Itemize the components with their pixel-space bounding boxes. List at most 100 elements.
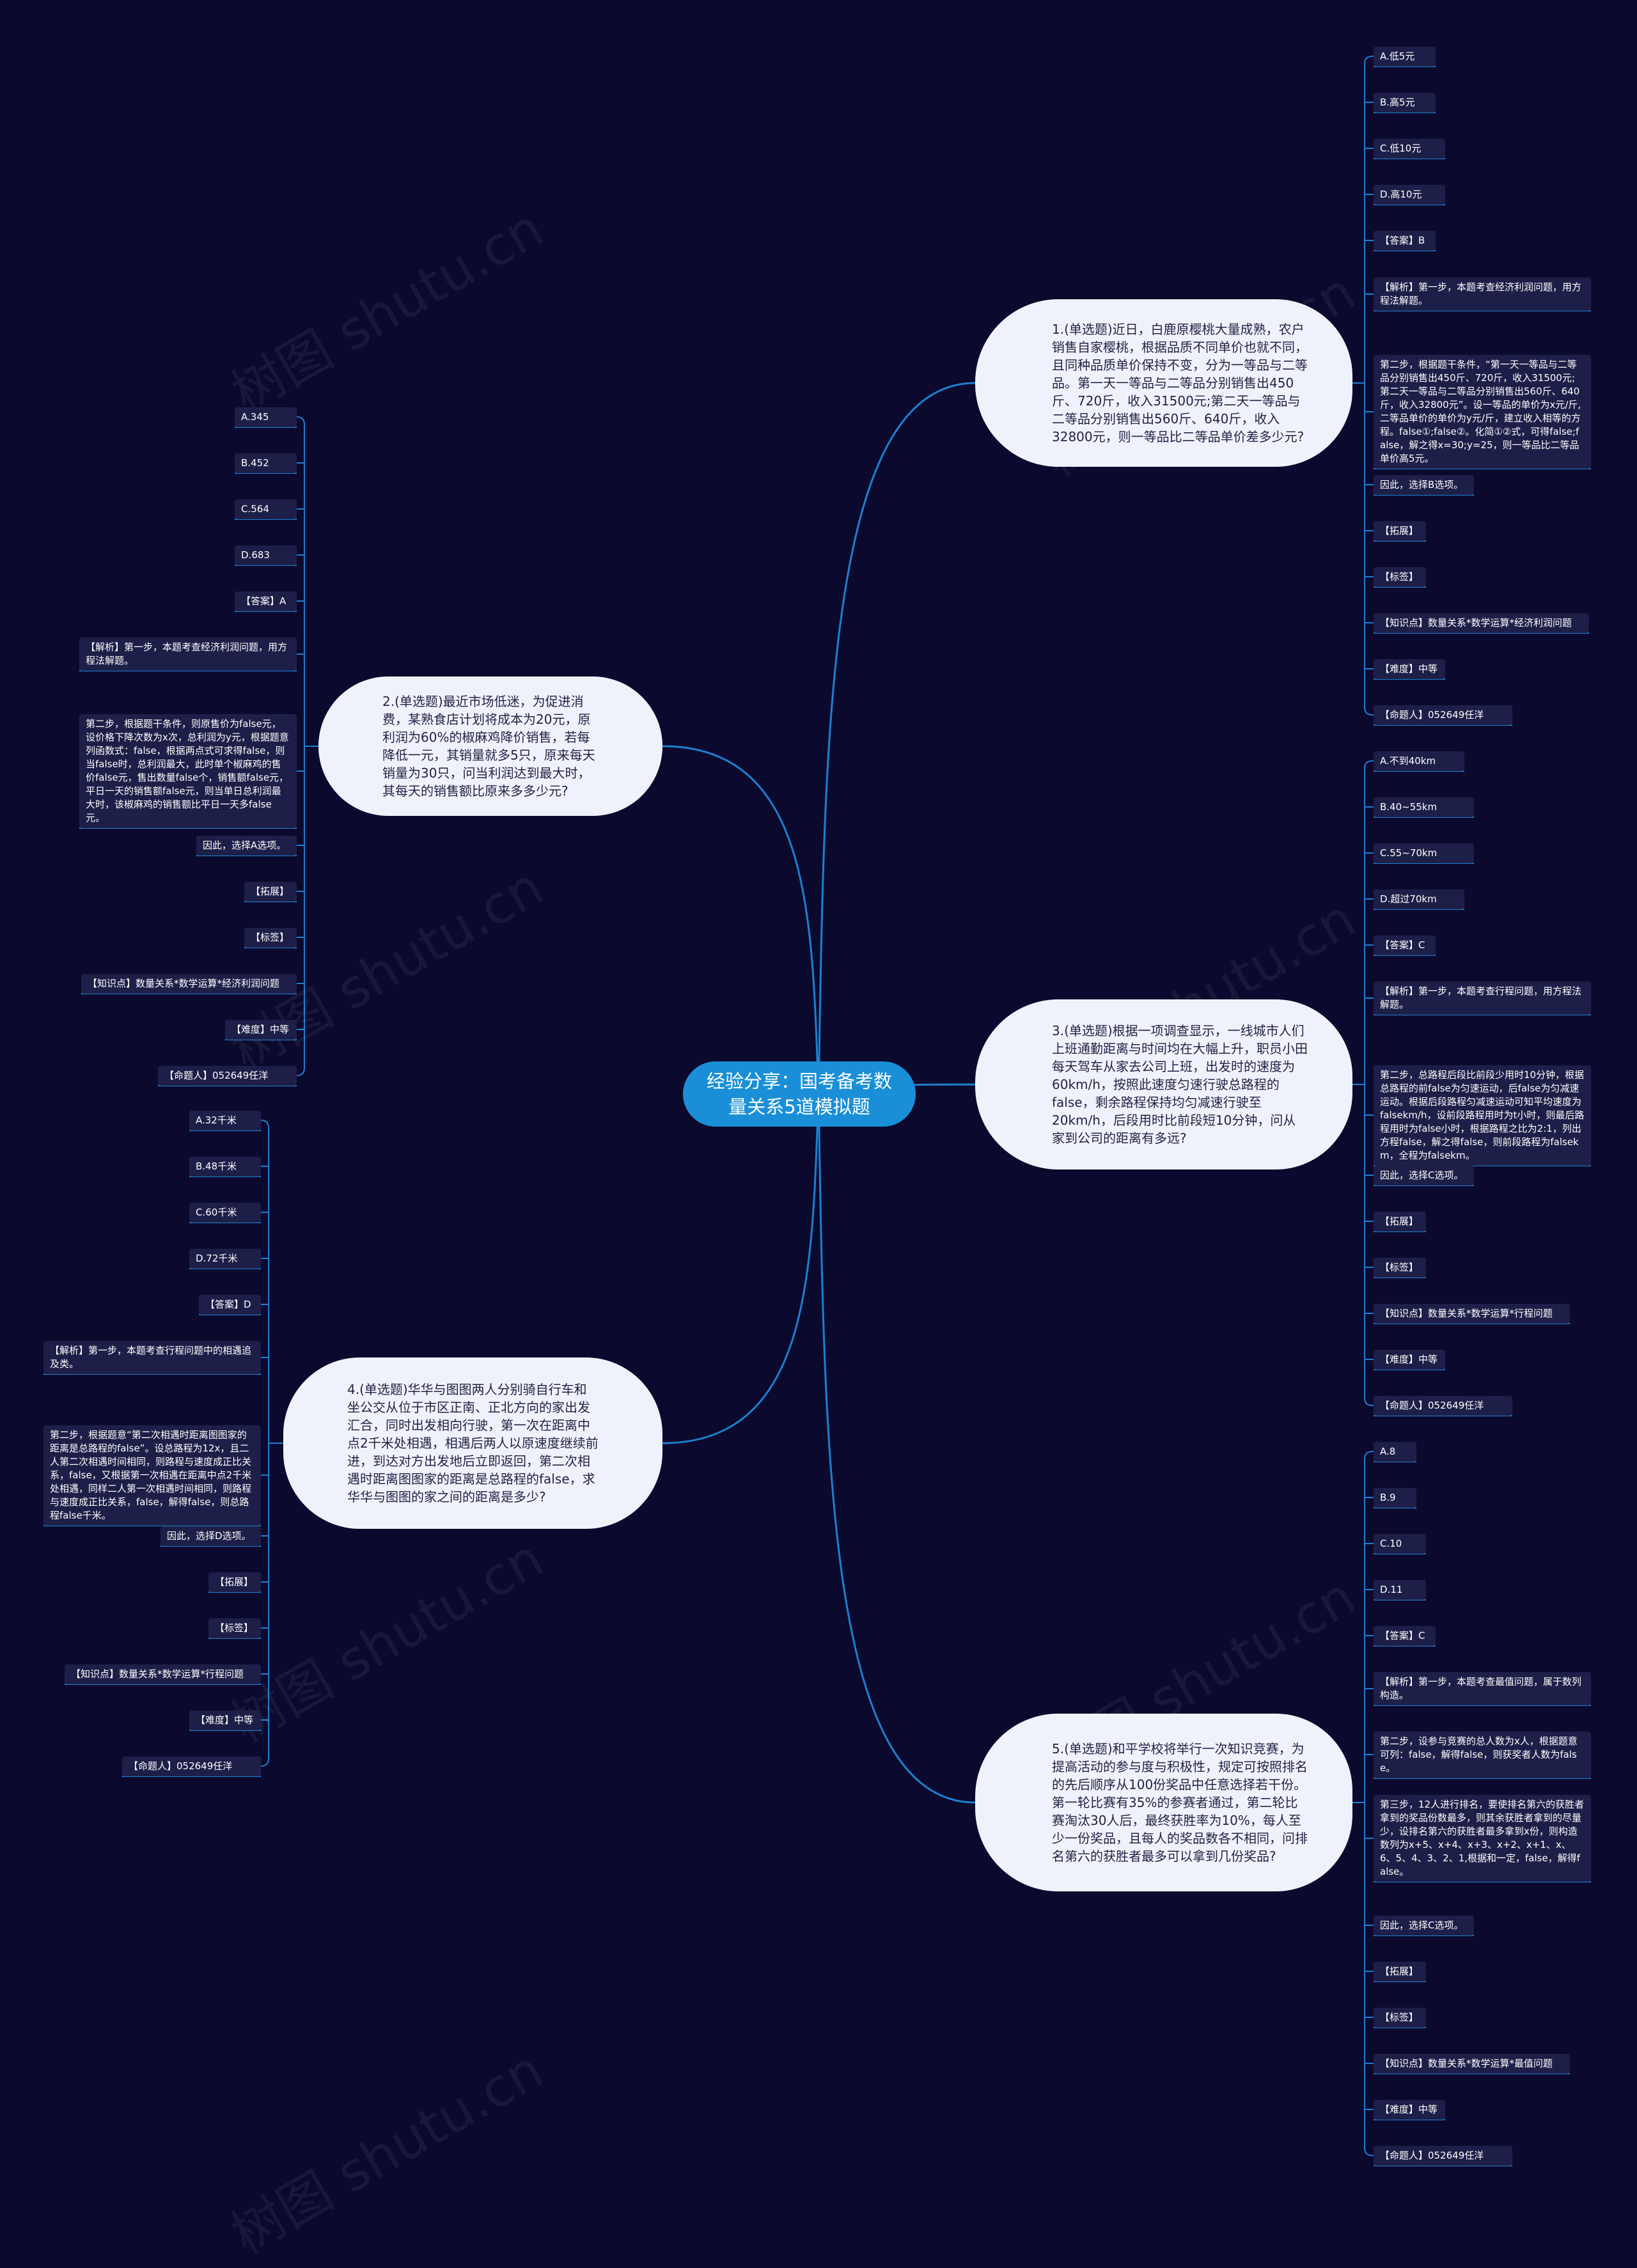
answer-leaf-item[interactable]: 【命题人】052649任洋: [1374, 2146, 1512, 2166]
leaf-text: 第二步，根据题干条件，则原售价为false元，设价格下降次数为x次，总利润为y元…: [86, 718, 289, 824]
answer-leaf-item[interactable]: 因此，选择C选项。: [1374, 1916, 1474, 1936]
answer-leaf-item[interactable]: C.60千米: [189, 1203, 261, 1223]
answer-leaf-item[interactable]: 【知识点】数量关系*数学运算*经济利润问题: [81, 974, 297, 994]
question-text: 4.(单选题)华华与图图两人分别骑自行车和坐公交从位于市区正南、正北方向的家出发…: [347, 1382, 599, 1505]
answer-leaf-item[interactable]: 第二步，根据题意“第二次相遇时距离图图家的距离是总路程的false”。设总路程为…: [43, 1425, 261, 1526]
question-5-node[interactable]: 5.(单选题)和平学校将举行一次知识竞赛，为提高活动的参与度与积极性，规定可按照…: [975, 1714, 1352, 1891]
answer-leaf-item[interactable]: 第二步，根据题干条件，则原售价为false元，设价格下降次数为x次，总利润为y元…: [79, 714, 297, 828]
answer-leaf-item[interactable]: D.72千米: [189, 1249, 261, 1269]
answer-leaf-item[interactable]: 因此，选择A选项。: [196, 836, 297, 856]
answer-leaf-item[interactable]: B.9: [1374, 1488, 1416, 1508]
answer-leaf-item[interactable]: A.低5元: [1374, 47, 1436, 66]
answer-leaf-item[interactable]: 【知识点】数量关系*数学运算*行程问题: [1374, 1304, 1570, 1324]
leaf-text: 第二步，根据题干条件，“第一天一等品与二等品分别销售出450斤、720斤，收入3…: [1380, 359, 1581, 464]
leaf-text: 【拓展】: [1380, 1966, 1419, 1977]
answer-leaf-item[interactable]: 第二步，设参与竞赛的总人数为x人，根据题意可列：false，解得false，则获…: [1374, 1732, 1591, 1778]
leaf-text: 因此，选择A选项。: [203, 840, 286, 851]
leaf-text: D.11: [1380, 1584, 1403, 1595]
leaf-text: 【答案】D: [205, 1299, 251, 1310]
answer-leaf-item[interactable]: 【拓展】: [208, 1572, 261, 1592]
answer-leaf-item[interactable]: 【标签】: [1374, 2008, 1426, 2028]
connector-line: [1364, 1397, 1374, 1406]
leaf-text: B.48千米: [196, 1161, 237, 1172]
answer-leaf-item[interactable]: 第三步，12人进行排名，要使排名第六的获胜者拿到的奖品份数最多，则其余获胜者拿到…: [1374, 1795, 1591, 1882]
leaf-text: 因此，选择C选项。: [1380, 1920, 1464, 1931]
leaf-text: 【难度】中等: [231, 1024, 290, 1035]
answer-leaf-item[interactable]: 【解析】第一步，本题考查行程问题，用方程法解题。: [1374, 981, 1591, 1015]
answer-leaf-item[interactable]: 因此，选择C选项。: [1374, 1166, 1474, 1185]
question-4-node[interactable]: 4.(单选题)华华与图图两人分别骑自行车和坐公交从位于市区正南、正北方向的家出发…: [283, 1357, 662, 1529]
answer-leaf-item[interactable]: 【难度】中等: [1374, 2100, 1445, 2120]
answer-leaf-item[interactable]: D.683: [235, 545, 297, 565]
question-text: 1.(单选题)近日，白鹿原樱桃大量成熟，农户销售自家樱桃，根据品质不同单价也就不…: [1052, 322, 1308, 444]
answer-leaf-item[interactable]: B.高5元: [1374, 93, 1436, 113]
answer-leaf-item[interactable]: 【知识点】数量关系*数学运算*最值问题: [1374, 2054, 1570, 2074]
answer-leaf-item[interactable]: 第二步，总路程后段比前段少用时10分钟，根据总路程的前false为匀速运动，后f…: [1374, 1065, 1591, 1166]
connector-line: [1364, 707, 1374, 716]
answer-leaf-item[interactable]: B.452: [235, 453, 297, 473]
answer-leaf-item[interactable]: 【拓展】: [1374, 521, 1426, 541]
central-topic[interactable]: 经验分享：国考备考数量关系5道模拟题: [683, 1061, 916, 1127]
question-3-node[interactable]: 3.(单选题)根据一项调查显示，一线城市人们上班通勤距离与时间均在大幅上升，职员…: [975, 999, 1352, 1169]
answer-leaf-item[interactable]: 【知识点】数量关系*数学运算*行程问题: [65, 1664, 261, 1684]
answer-leaf-item[interactable]: D.11: [1374, 1580, 1426, 1600]
answer-leaf-item[interactable]: 【命题人】052649任洋: [1374, 705, 1512, 725]
answer-leaf-item[interactable]: 【标签】: [208, 1618, 261, 1638]
answer-leaf-item[interactable]: 因此，选择D选项。: [161, 1526, 261, 1546]
answer-leaf-item[interactable]: 【答案】C: [1374, 1626, 1436, 1646]
question-2-node[interactable]: 2.(单选题)最近市场低迷，为促进消费，某熟食店计划将成本为20元，原利润为60…: [318, 676, 662, 816]
answer-leaf-item[interactable]: A.32千米: [189, 1111, 261, 1130]
answer-leaf-item[interactable]: D.高10元: [1374, 185, 1445, 205]
answer-leaf-item[interactable]: A.不到40km: [1374, 751, 1464, 771]
leaf-text: 【拓展】: [1380, 1216, 1419, 1227]
answer-leaf-item[interactable]: 【命题人】052649任洋: [122, 1756, 261, 1776]
leaf-text: A.低5元: [1380, 51, 1415, 62]
answer-leaf-item[interactable]: 【答案】B: [1374, 231, 1436, 251]
answer-leaf-item[interactable]: 【拓展】: [244, 882, 297, 902]
leaf-text: 【解析】第一步，本题考查最值问题，属于数列构造。: [1380, 1676, 1582, 1701]
answer-leaf-item[interactable]: 【难度】中等: [189, 1710, 261, 1730]
answer-leaf-item[interactable]: 【答案】C: [1374, 935, 1436, 955]
answer-leaf-item[interactable]: 【答案】A: [235, 591, 297, 611]
question-1-node[interactable]: 1.(单选题)近日，白鹿原樱桃大量成熟，农户销售自家樱桃，根据品质不同单价也就不…: [975, 299, 1352, 467]
connector-line: [1364, 2147, 1374, 2156]
leaf-text: 第二步，总路程后段比前段少用时10分钟，根据总路程的前false为匀速运动，后f…: [1380, 1069, 1585, 1161]
answer-leaf-item[interactable]: 【难度】中等: [1374, 1350, 1445, 1370]
answer-leaf-item[interactable]: 【答案】D: [199, 1295, 261, 1315]
answer-leaf-item[interactable]: 【难度】中等: [225, 1020, 297, 1040]
leaf-text: B.高5元: [1380, 97, 1415, 108]
leaf-text: 【命题人】052649任洋: [129, 1760, 233, 1772]
leaf-text: 【命题人】052649任洋: [164, 1070, 269, 1081]
answer-leaf-item[interactable]: 【解析】第一步，本题考查最值问题，属于数列构造。: [1374, 1672, 1591, 1705]
answer-leaf-item[interactable]: 第二步，根据题干条件，“第一天一等品与二等品分别销售出450斤、720斤，收入3…: [1374, 355, 1591, 469]
answer-leaf-item[interactable]: 【命题人】052649任洋: [1374, 1396, 1512, 1416]
answer-leaf-item[interactable]: C.10: [1374, 1534, 1426, 1554]
answer-leaf-item[interactable]: 【知识点】数量关系*数学运算*经济利润问题: [1374, 613, 1589, 633]
leaf-text: A.8: [1380, 1446, 1396, 1457]
answer-leaf-item[interactable]: 因此，选择B选项。: [1374, 475, 1474, 495]
leaf-text: 【知识点】数量关系*数学运算*经济利润问题: [88, 978, 280, 989]
leaf-text: 因此，选择B选项。: [1380, 479, 1464, 490]
answer-leaf-item[interactable]: C.55~70km: [1374, 843, 1474, 863]
answer-leaf-item[interactable]: 【拓展】: [1374, 1962, 1426, 1982]
answer-leaf-item[interactable]: 【拓展】: [1374, 1212, 1426, 1232]
answer-leaf-item[interactable]: C.低10元: [1374, 139, 1445, 159]
leaf-text: 第二步，设参与竞赛的总人数为x人，根据题意可列：false，解得false，则获…: [1380, 1735, 1578, 1774]
answer-leaf-item[interactable]: 【解析】第一步，本题考查经济利润问题，用方程法解题。: [1374, 278, 1591, 311]
question-text: 5.(单选题)和平学校将举行一次知识竞赛，为提高活动的参与度与积极性，规定可按照…: [1052, 1741, 1308, 1864]
connector-line: [260, 1120, 269, 1129]
answer-leaf-item[interactable]: 【标签】: [1374, 567, 1426, 587]
answer-leaf-item[interactable]: 【标签】: [244, 928, 297, 948]
answer-leaf-item[interactable]: 【命题人】052649任洋: [158, 1066, 297, 1086]
leaf-text: 【拓展】: [215, 1576, 254, 1588]
answer-leaf-item[interactable]: A.345: [235, 407, 297, 427]
answer-leaf-item[interactable]: C.564: [235, 499, 297, 519]
answer-leaf-item[interactable]: 【解析】第一步，本题考查经济利润问题，用方程法解题。: [79, 637, 297, 671]
answer-leaf-item[interactable]: 【解析】第一步，本题考查行程问题中的相遇追及类。: [43, 1341, 261, 1374]
answer-leaf-item[interactable]: 【标签】: [1374, 1258, 1426, 1278]
answer-leaf-item[interactable]: 【难度】中等: [1374, 659, 1445, 679]
answer-leaf-item[interactable]: B.48千米: [189, 1157, 261, 1177]
answer-leaf-item[interactable]: D.超过70km: [1374, 889, 1464, 909]
answer-leaf-item[interactable]: B.40~55km: [1374, 797, 1474, 817]
answer-leaf-item[interactable]: A.8: [1374, 1442, 1416, 1462]
